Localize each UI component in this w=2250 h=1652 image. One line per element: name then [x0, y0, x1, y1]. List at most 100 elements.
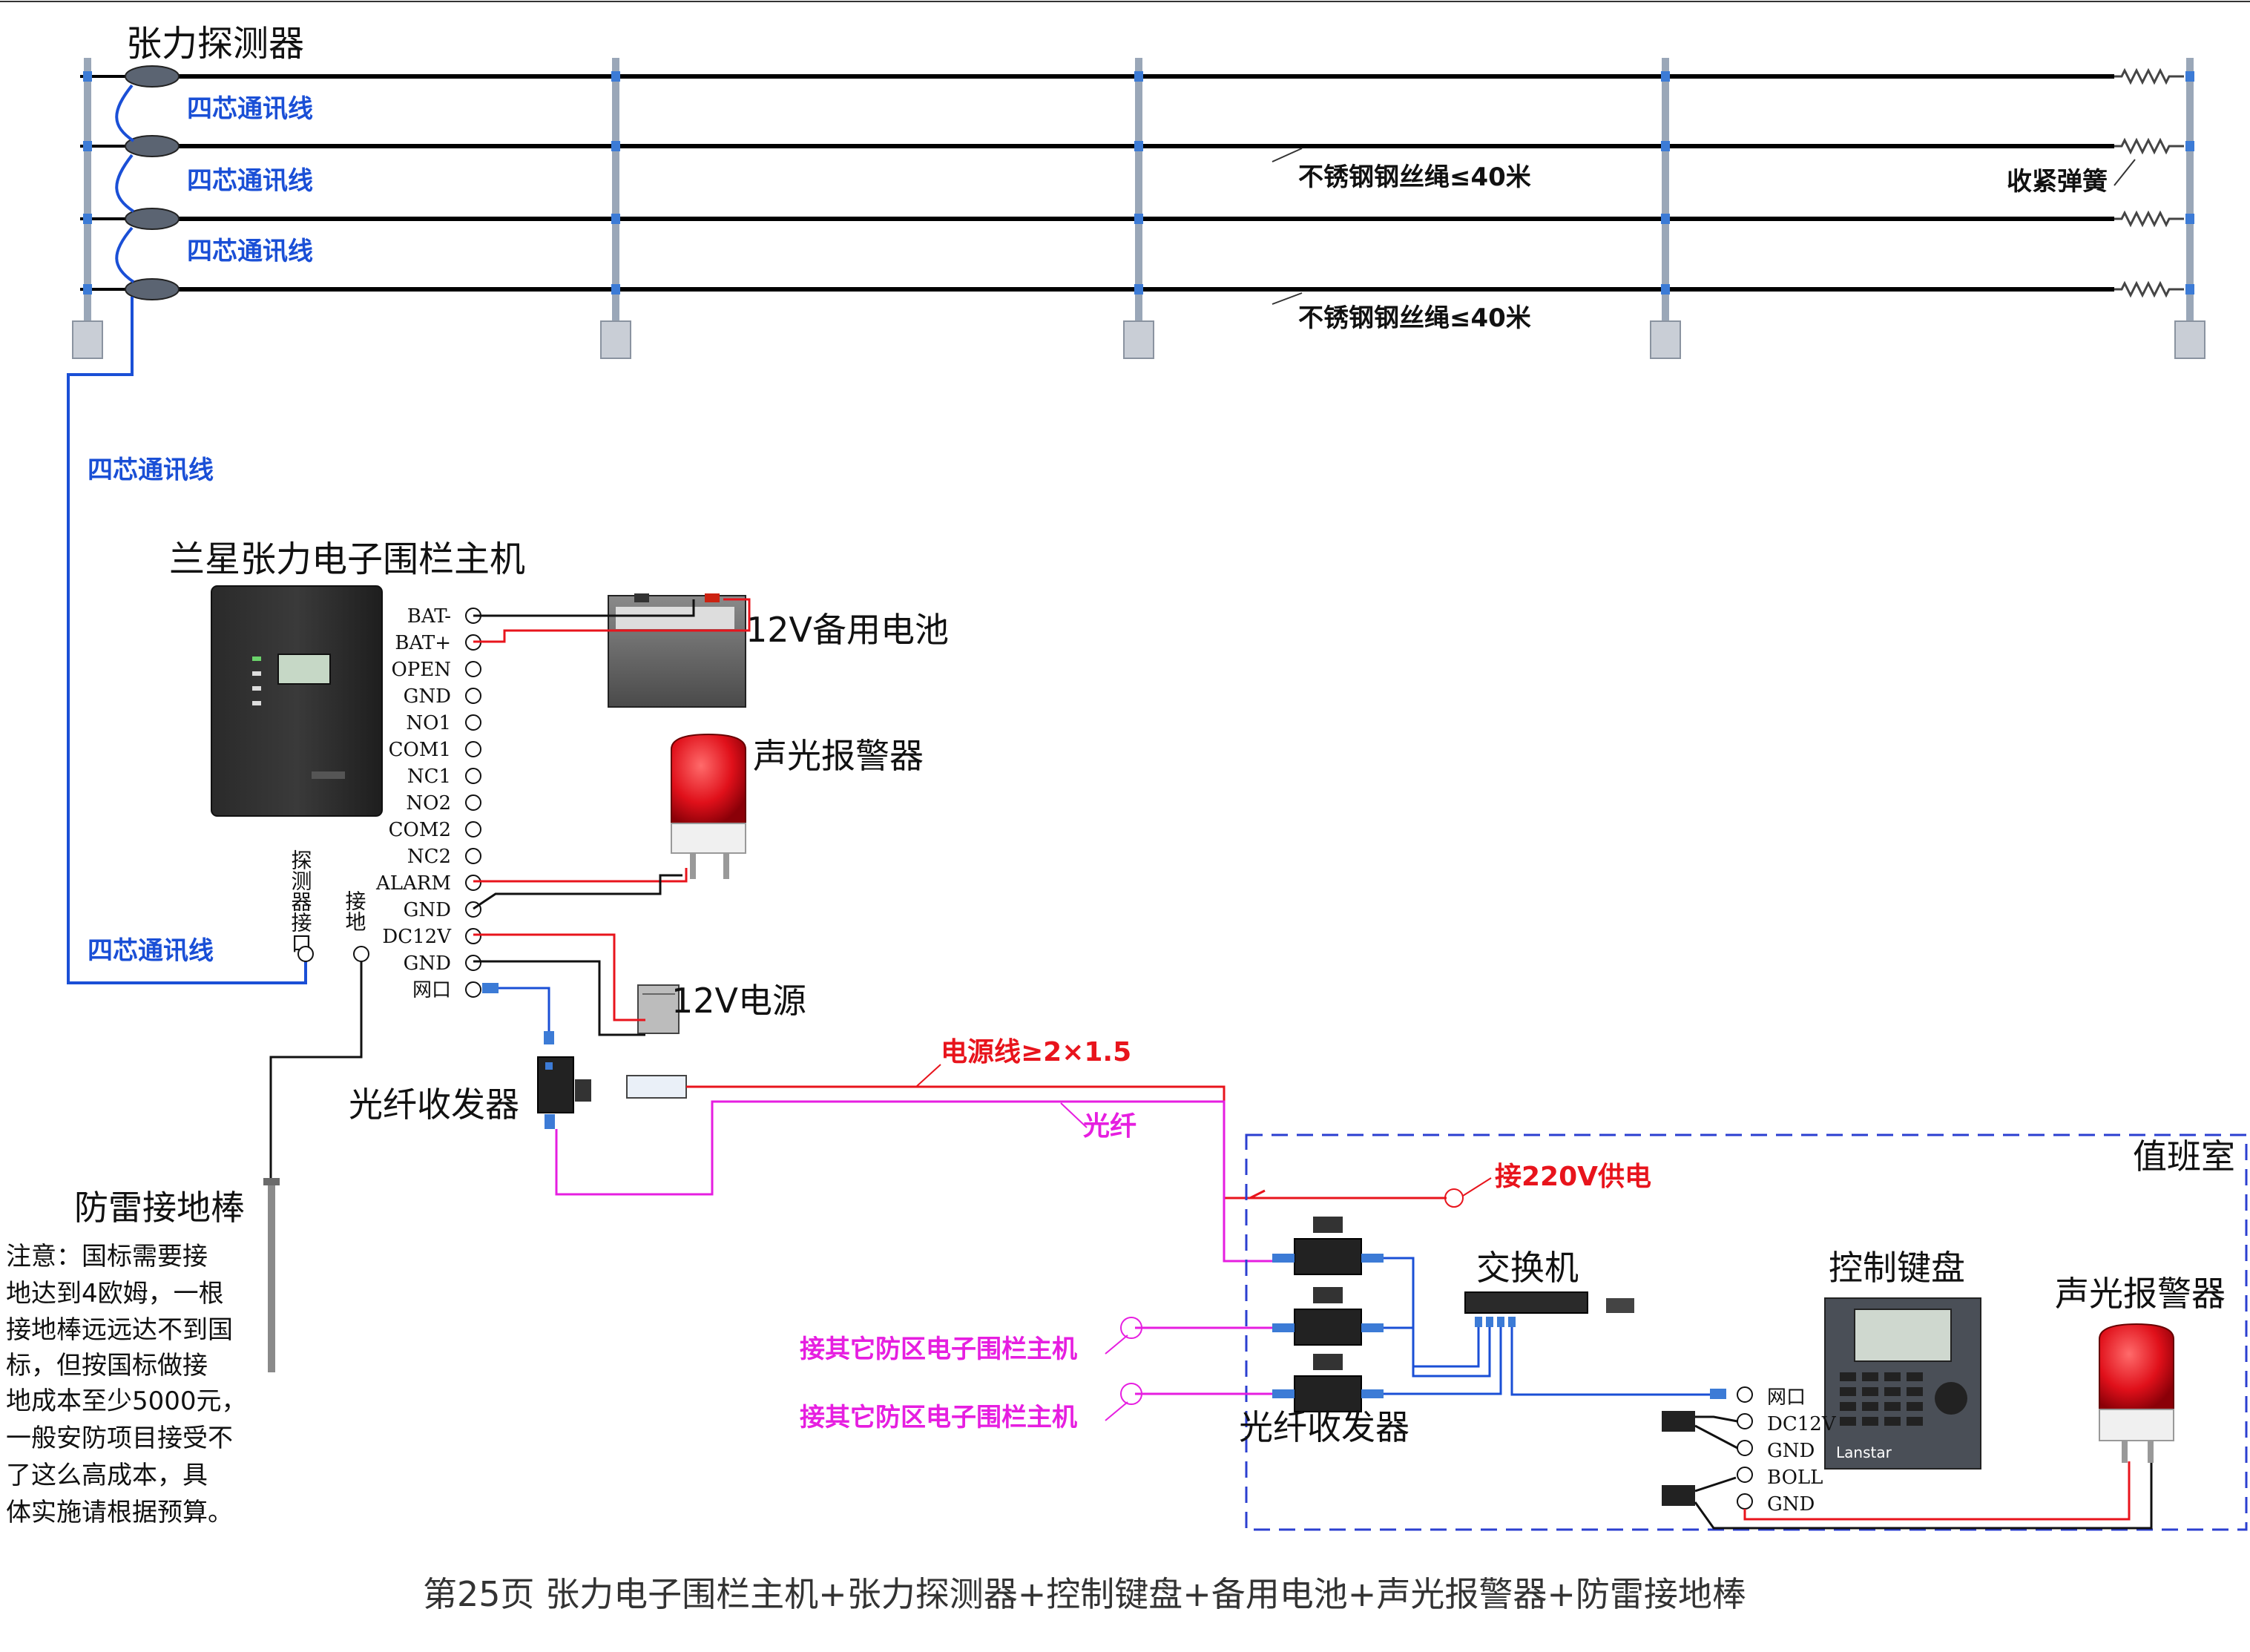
host-terminal	[465, 848, 481, 864]
grounding-note: 注意：国标需要接 地达到4欧姆，一根 接地棒远远达不到国 标，但按国标做接 地成…	[6, 1242, 247, 1527]
host-terminal	[465, 981, 481, 998]
kb-terminal-4: GND	[1767, 1493, 1815, 1516]
siren-host-label: 声光报警器	[753, 736, 924, 776]
host-title: 兰星张力电子围栏主机	[169, 539, 525, 580]
kb-terminal-2: GND	[1767, 1440, 1815, 1462]
note-line-6: 一般安防项目接受不	[6, 1424, 233, 1453]
host-terminal-label: ALARM	[375, 872, 451, 895]
siren-duty: 声光报警器	[2055, 1274, 2226, 1463]
host-terminal	[465, 794, 481, 811]
detector-comm-lines	[67, 84, 307, 984]
host-terminal-label: COM1	[389, 739, 451, 761]
keyboard-brand: Lanstar	[1836, 1444, 1892, 1461]
psu: 12V电源	[637, 981, 806, 1034]
note-line-4: 标，但按国标做接	[6, 1351, 208, 1380]
tension-detectors	[125, 65, 180, 300]
note-line-7: 了这么高成本，具	[6, 1461, 208, 1490]
host-terminal-label: GND	[404, 685, 451, 708]
host-box	[211, 585, 383, 817]
host-terminal-label: DC12V	[382, 926, 452, 948]
comm-line-label-5: 四芯通讯线	[88, 936, 214, 966]
host-terminal-label: OPEN	[391, 659, 451, 681]
kb-terminal-3: BOLL	[1767, 1467, 1823, 1489]
kb-terminal-0: 网口	[1767, 1386, 1806, 1409]
detector-port-terminal	[297, 946, 314, 962]
power-line-label: 电源线≥2×1.5	[941, 1037, 1131, 1067]
comm-line-label-3: 四芯通讯线	[187, 237, 313, 266]
post-bases	[72, 320, 2205, 359]
fiber-label: 光纤	[1083, 1111, 1136, 1142]
footer-caption: 第25页 张力电子围栏主机+张力探测器+控制键盘+备用电池+声光报警器+防雷接地…	[423, 1574, 1746, 1614]
host-terminal	[465, 955, 481, 971]
duty-fiber-transceivers	[1294, 1238, 1362, 1412]
other-zone-label-1: 接其它防区电子围栏主机	[800, 1335, 1077, 1364]
host-terminal	[465, 714, 481, 731]
rope-label-2: 不锈钢钢丝绳≤40米	[1298, 303, 1531, 333]
mains-label: 接220V供电	[1495, 1162, 1651, 1192]
host-terminal	[465, 875, 481, 891]
duty-room: 值班室 光纤收发器 接其它防区电子围栏主机 接其它防区电子围栏主机 交换机	[800, 1133, 2248, 1531]
comm-line-label-1: 四芯通讯线	[187, 94, 313, 124]
rope-label-1: 不锈钢钢丝绳≤40米	[1298, 162, 1531, 192]
note-line-2: 地达到4欧姆，一根	[6, 1279, 224, 1309]
comm-line-label-4: 四芯通讯线	[88, 455, 214, 485]
adapter-1	[1662, 1411, 1695, 1432]
keyboard-label: 控制键盘	[1829, 1248, 1965, 1288]
power-strip	[626, 1075, 687, 1099]
lightning-rod-label: 防雷接地棒	[74, 1188, 245, 1228]
note-line-8: 体实施请根据预算。	[6, 1498, 233, 1527]
note-line-1: 注意：国标需要接	[6, 1242, 208, 1271]
adapter-2	[1662, 1485, 1695, 1506]
network-switch: 交换机	[1464, 1248, 1634, 1314]
host-terminal	[465, 928, 481, 944]
host-terminal	[465, 821, 481, 837]
host-terminal-label: NC2	[407, 846, 451, 868]
keyboard-terminals: 网口 DC12V GND BOLL GND	[1737, 1386, 1837, 1516]
psu-label: 12V电源	[671, 981, 806, 1021]
host-lcd	[277, 654, 331, 685]
field-fiber-transceiver: 光纤收发器	[349, 1056, 591, 1125]
spring-label: 收紧弹簧	[2007, 167, 2108, 197]
host-terminal-label: BAT+	[395, 632, 451, 654]
host-terminal-label: NC1	[407, 766, 451, 788]
duty-room-title: 值班室	[2133, 1136, 2235, 1177]
lightning-rod: 防雷接地棒	[74, 961, 363, 1372]
note-line-3: 接地棒远远达不到国	[6, 1315, 233, 1345]
field-fiber-transceiver-label: 光纤收发器	[349, 1085, 519, 1125]
power-line	[686, 1085, 1447, 1199]
host-terminal-label: COM2	[389, 819, 451, 841]
detector-label: 张力探测器	[126, 23, 304, 65]
control-keyboard: Lanstar 控制键盘	[1824, 1248, 1981, 1470]
host-terminal	[465, 661, 481, 677]
host-terminal	[465, 688, 481, 704]
kb-terminal-1: DC12V	[1767, 1413, 1837, 1435]
detector-port-label: 探测器接口	[289, 849, 313, 953]
fence-host: 兰星张力电子围栏主机 探测器接口 接地 BAT- BAT+ OPEN GND NO1CO…	[169, 539, 525, 1001]
siren-host: 声光报警器	[671, 733, 924, 879]
other-zone-label-2: 接其它防区电子围栏主机	[800, 1403, 1077, 1432]
siren-duty-label: 声光报警器	[2055, 1274, 2226, 1314]
comm-line-label-2: 四芯通讯线	[187, 166, 313, 196]
steel-ropes	[178, 74, 2114, 292]
host-terminal-label: NO1	[406, 712, 451, 734]
host-terminals: BAT- BAT+ OPEN GND NO1COM1NC1NO2COM2NC2ALARM…	[375, 605, 481, 1001]
switch-label: 交换机	[1476, 1248, 1579, 1288]
host-terminal-label: 网口	[412, 979, 451, 1001]
host-terminal	[465, 768, 481, 784]
battery-label: 12V备用电池	[746, 610, 949, 650]
host-terminal-label: GND	[404, 952, 451, 975]
host-terminal-label: GND	[404, 899, 451, 921]
tension-springs	[2114, 68, 2184, 298]
duty-fiber-transceiver-label: 光纤收发器	[1239, 1407, 1409, 1447]
fence: 张力探测器 四芯通讯线 四芯通讯线 四芯通讯线 四芯通讯线 四芯通讯线 不锈钢钢…	[67, 23, 2205, 984]
fiber-line	[555, 1100, 1283, 1263]
host-terminal-label: BAT-	[407, 605, 451, 628]
ground-terminal	[353, 946, 369, 962]
host-terminal-label: NO2	[406, 792, 451, 815]
note-line-5: 地成本至少5000元，	[6, 1386, 247, 1416]
duty-room-box	[1245, 1133, 2248, 1531]
backup-battery: 12V备用电池	[608, 593, 949, 708]
ground-label: 接地	[343, 890, 367, 932]
